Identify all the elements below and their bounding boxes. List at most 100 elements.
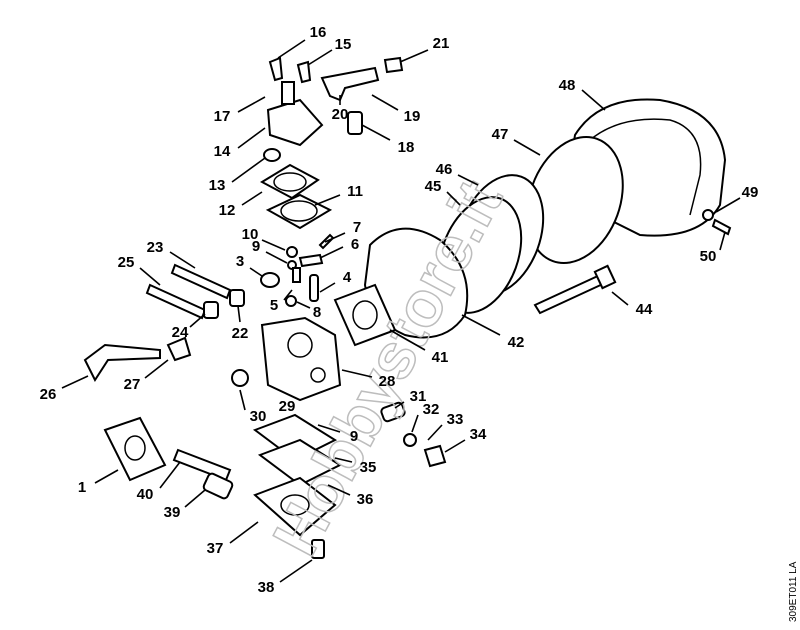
leader-line (324, 232, 346, 243)
part-label-19: 19 (404, 108, 421, 125)
part-label-50: 50 (700, 248, 717, 265)
leader-line (241, 191, 263, 206)
leader-line (283, 289, 293, 301)
leader-line (581, 89, 606, 111)
part-label-8: 8 (313, 304, 321, 321)
leader-line (427, 424, 443, 441)
part-label-47: 47 (492, 126, 509, 143)
leader-line (184, 489, 206, 508)
leader-line (237, 127, 266, 149)
leader-line (307, 49, 333, 66)
part-label-10: 10 (242, 226, 259, 243)
leader-line (296, 301, 311, 309)
part-label-3: 3 (236, 253, 244, 270)
carburetor-body (260, 316, 342, 402)
leader-line (231, 157, 266, 183)
flange-gasket (103, 416, 167, 482)
leader-line (446, 191, 461, 206)
part-label-36: 36 (357, 491, 374, 508)
part-label-33: 33 (447, 411, 464, 428)
part-label-21: 21 (433, 35, 450, 52)
part-label-18: 18 (398, 139, 415, 156)
leader-line (94, 469, 119, 484)
leader-line (411, 414, 419, 433)
part-label-9: 9 (252, 238, 260, 255)
leader-line (399, 49, 429, 63)
part-label-28: 28 (379, 373, 396, 390)
leader-line (237, 305, 241, 323)
part-label-46: 46 (436, 161, 453, 178)
part-label-34: 34 (470, 426, 487, 443)
part-label-17: 17 (214, 108, 231, 125)
leader-line (229, 521, 259, 544)
part-label-26: 26 (40, 386, 57, 403)
leader-line (341, 369, 373, 378)
part-label-13: 13 (209, 177, 226, 194)
part-label-40: 40 (137, 486, 154, 503)
leader-line (457, 174, 479, 186)
part-label-49: 49 (742, 184, 759, 201)
part-label-4: 4 (343, 269, 352, 286)
part-label-6: 6 (351, 236, 359, 253)
part-label-27: 27 (124, 376, 141, 393)
leader-line (144, 359, 169, 379)
leader-line (361, 124, 391, 141)
gasket-11 (265, 193, 333, 230)
part-label-35: 35 (360, 459, 377, 476)
leader-line (61, 375, 89, 389)
leader-line (277, 39, 306, 59)
part-label-12: 12 (219, 202, 236, 219)
part-label-30: 30 (250, 408, 267, 425)
bottom-cover (253, 476, 337, 537)
leader-line (719, 231, 726, 251)
leader-line (189, 313, 206, 328)
part-label-11: 11 (347, 183, 363, 200)
part-label-5: 5 (270, 297, 278, 314)
leader-line (611, 291, 629, 306)
leader-line (169, 251, 196, 269)
part-label-16: 16 (310, 24, 327, 41)
part-label-31: 31 (410, 388, 427, 405)
part-label-39: 39 (164, 504, 181, 521)
metering-diaphragm (257, 438, 343, 487)
leader-line (715, 197, 741, 213)
long-bolt (533, 273, 607, 315)
leader-line (513, 139, 541, 156)
diaphragm (259, 163, 320, 200)
part-label-7: 7 (353, 219, 361, 236)
part-label-22: 22 (232, 325, 249, 342)
leader-line (444, 439, 466, 453)
leader-line (461, 314, 501, 336)
part-label-9: 9 (350, 428, 358, 445)
part-label-14: 14 (214, 143, 231, 160)
parts-drawing (83, 56, 732, 559)
part-label-25: 25 (118, 254, 135, 271)
part-label-42: 42 (508, 334, 525, 351)
leader-line (334, 457, 353, 463)
part-label-48: 48 (559, 77, 576, 94)
part-label-29: 29 (279, 398, 296, 415)
part-label-32: 32 (423, 401, 440, 418)
part-label-41: 41 (432, 349, 449, 366)
part-label-38: 38 (258, 579, 275, 596)
part-label-23: 23 (147, 239, 164, 256)
part-label-1: 1 (78, 479, 86, 496)
drawing-code: 309ET011 LA (788, 561, 799, 622)
part-label-15: 15 (335, 36, 352, 53)
part-label-37: 37 (207, 540, 224, 557)
gasket (333, 283, 397, 347)
leader-line (317, 424, 341, 433)
leader-line (265, 251, 288, 264)
leader-line (319, 282, 336, 293)
leader-line (139, 267, 161, 286)
leader-line (327, 484, 351, 496)
part-label-20: 20 (332, 106, 349, 123)
part-label-24: 24 (172, 324, 189, 341)
part-label-45: 45 (425, 178, 442, 195)
leader-line (261, 239, 286, 251)
leader-line (371, 94, 399, 111)
part-label-44: 44 (636, 301, 653, 318)
leader-line (319, 246, 344, 259)
